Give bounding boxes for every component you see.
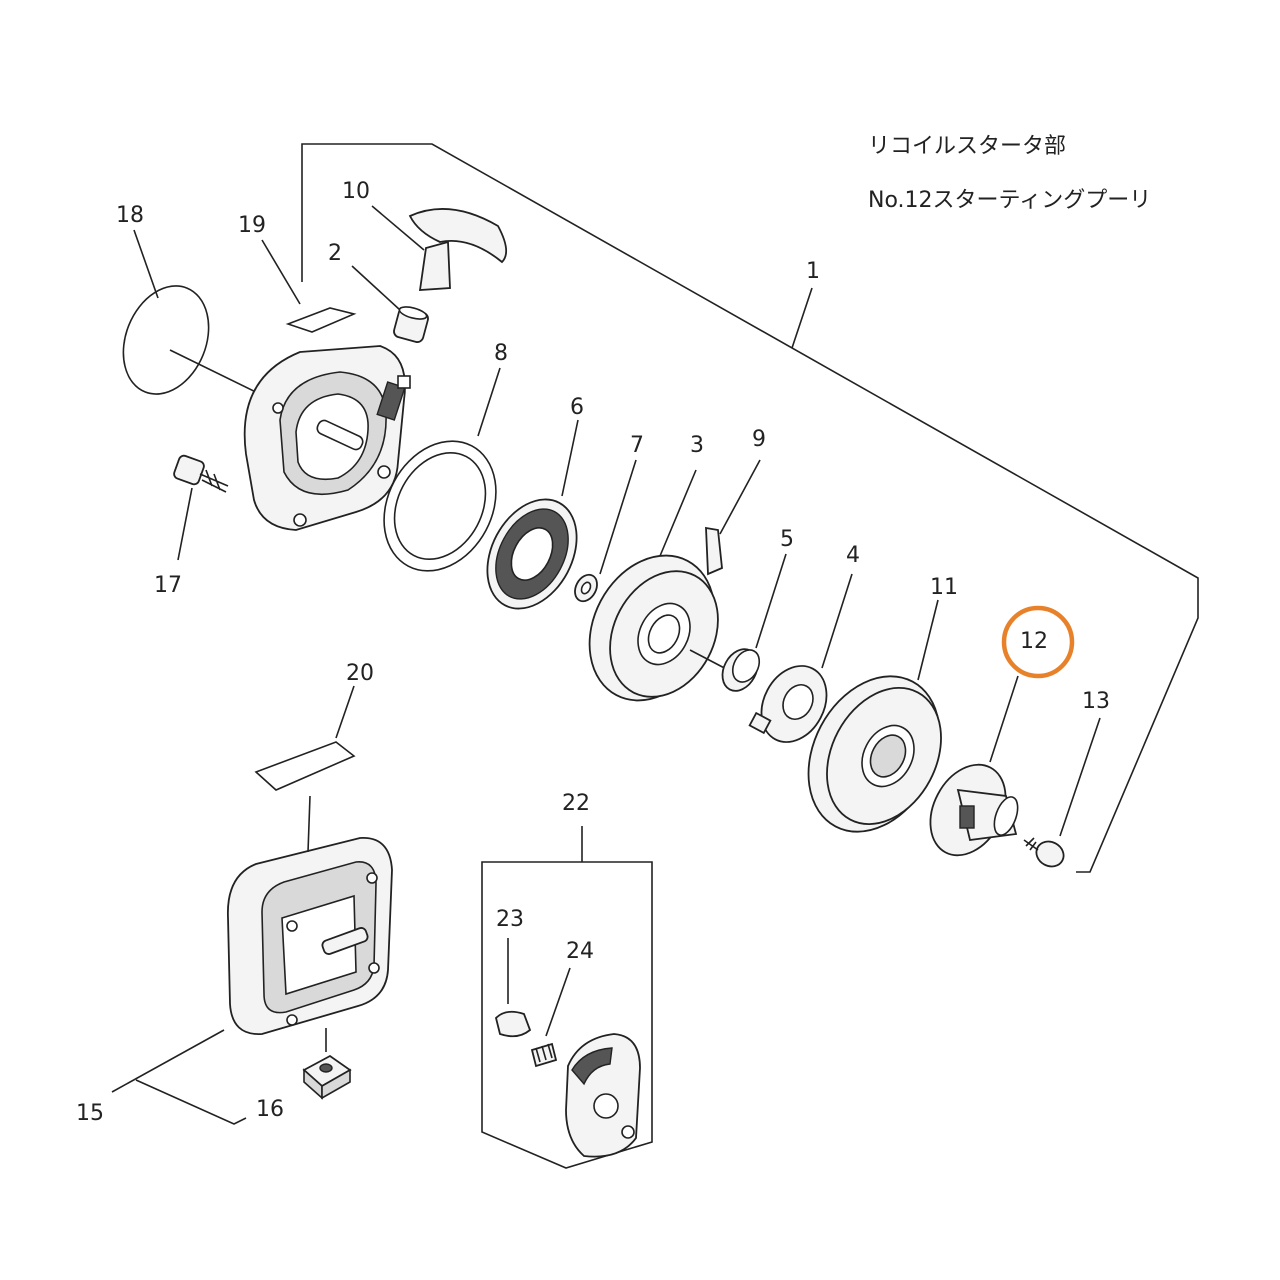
part-22-group bbox=[481, 826, 653, 1169]
part-23-pawl bbox=[495, 1010, 532, 1038]
callout-23: 23 bbox=[496, 907, 524, 932]
part-17-bolt bbox=[173, 454, 229, 561]
part-3-reel bbox=[588, 469, 733, 702]
highlight-ring bbox=[1001, 605, 1075, 679]
part-20-label bbox=[254, 685, 356, 791]
callout-9: 9 bbox=[752, 427, 766, 452]
part-5-sleeve bbox=[721, 553, 787, 692]
callout-3: 3 bbox=[690, 433, 704, 458]
callout-15: 15 bbox=[76, 1101, 104, 1126]
part-15-case bbox=[111, 795, 393, 1093]
part-13-screw bbox=[1023, 717, 1101, 868]
callout-4: 4 bbox=[846, 543, 860, 568]
part-4-ratchet bbox=[748, 573, 853, 743]
part-11-plate bbox=[807, 599, 942, 833]
callout-10: 10 bbox=[342, 179, 370, 204]
callout-24: 24 bbox=[566, 939, 594, 964]
callout-1: 1 bbox=[806, 259, 820, 284]
callout-2: 2 bbox=[328, 241, 342, 266]
part-2-bushing bbox=[351, 265, 429, 343]
part-12-starting-pulley bbox=[929, 675, 1019, 857]
callout-labels: 1 2 3 4 5 6 7 8 9 10 11 12 13 15 16 17 1… bbox=[76, 179, 1110, 1126]
callout-8: 8 bbox=[494, 341, 508, 366]
part-18-disc bbox=[122, 229, 269, 399]
part-16-nut bbox=[135, 1028, 352, 1125]
callout-17: 17 bbox=[154, 573, 182, 598]
callout-6: 6 bbox=[570, 395, 584, 420]
part-7-washer bbox=[574, 459, 637, 603]
callout-13: 13 bbox=[1082, 689, 1110, 714]
diagram-subtitle: No.12スターティングプーリ bbox=[868, 188, 1152, 213]
callout-18: 18 bbox=[116, 203, 144, 228]
assembly-bracket bbox=[301, 143, 1199, 873]
callout-11: 11 bbox=[930, 575, 958, 600]
part-9-rope bbox=[705, 459, 761, 576]
callout-5: 5 bbox=[780, 527, 794, 552]
callout-12: 12 bbox=[1020, 629, 1048, 654]
callout-7: 7 bbox=[630, 433, 644, 458]
starter-housing bbox=[243, 345, 411, 531]
diagram-title: リコイルスタータ部 bbox=[868, 134, 1067, 159]
callout-19: 19 bbox=[238, 213, 266, 238]
callout-20: 20 bbox=[346, 661, 374, 686]
part-6-spring bbox=[486, 419, 579, 610]
callout-16: 16 bbox=[256, 1097, 284, 1122]
part-8-ring bbox=[383, 367, 501, 572]
part-10-handle bbox=[371, 205, 508, 291]
callout-22: 22 bbox=[562, 791, 590, 816]
part-19-label bbox=[261, 239, 357, 333]
